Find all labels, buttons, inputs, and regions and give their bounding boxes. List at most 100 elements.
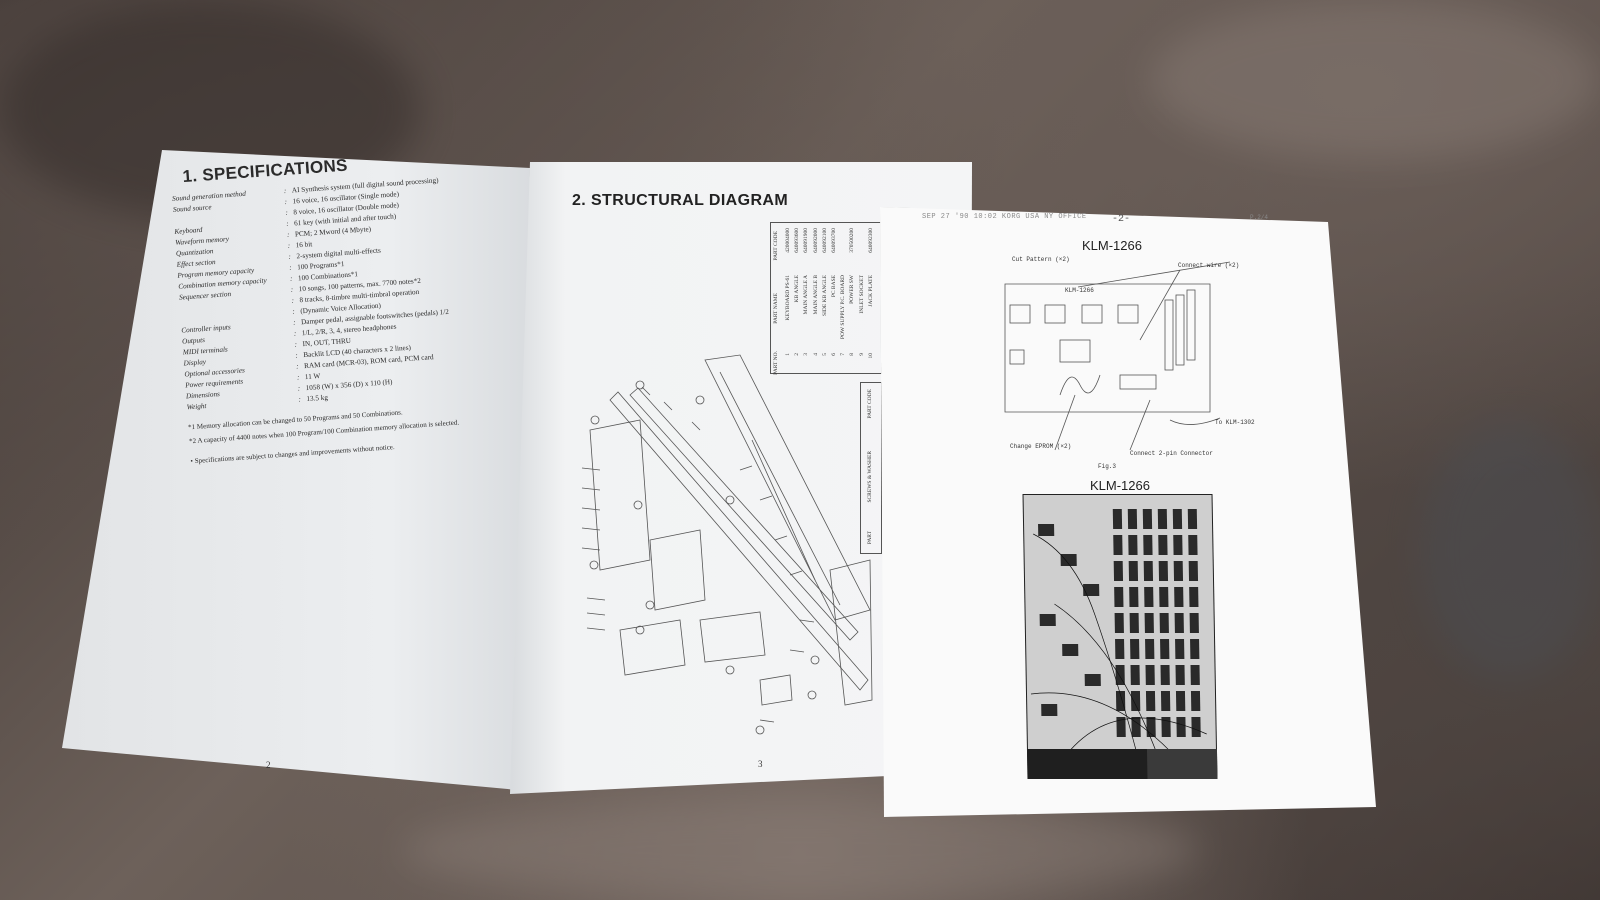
pcb-chip (1175, 639, 1185, 659)
callout-label: KLM-1266 (1065, 287, 1094, 294)
callout-label: Cut Pattern (×2) (1012, 256, 1070, 263)
pcb-chip (1145, 691, 1156, 711)
board-title: KLM-1266 (1082, 238, 1142, 253)
table-header: PART NAME (773, 293, 779, 324)
pcb-chip (1129, 613, 1139, 633)
pcb-chip (1160, 639, 1170, 659)
pcb-chip (1113, 561, 1124, 581)
figure-label: Fig.3 (1098, 463, 1117, 470)
pcb-chip (1041, 704, 1058, 716)
pcb-chip (1174, 613, 1184, 633)
callout-label: Connect 2-pin Connector (1130, 450, 1213, 457)
pcb-chip (1112, 509, 1123, 529)
table-cell: 9 (858, 353, 865, 356)
pcb-chip (1145, 639, 1155, 659)
pcb-chip (1084, 674, 1101, 686)
table-cell: PC BASE (831, 275, 837, 298)
table-cell: POW SUPPLY P.C. BOARD (840, 275, 847, 340)
table-cell: 640091900 (803, 228, 810, 253)
pcb-chip (1158, 535, 1168, 555)
pcb-chip (1176, 717, 1186, 737)
table-cell: INLET SOCKET (858, 275, 865, 314)
pcb-chip (1145, 665, 1155, 685)
table-cell: 4 (812, 353, 819, 356)
table-cell: 640092300 (867, 228, 874, 253)
pcb-chip (1116, 717, 1126, 737)
pcb-chip (1128, 535, 1138, 555)
pcb-chip (1159, 587, 1169, 607)
table-cell: 8 (849, 353, 856, 356)
fax-page-count: P.2/4 (1250, 214, 1269, 221)
pcb-chip (1190, 691, 1201, 711)
pcb-chip (1128, 561, 1139, 581)
table-cell: 10 (867, 353, 874, 359)
spec-list: Sound generation method:AI Synthesis sys… (172, 173, 487, 413)
pcb-chip (1189, 613, 1199, 633)
table-cell: 5 (821, 353, 828, 356)
table-header: PART CODE (773, 231, 779, 261)
screws-table: PART CODE SCREWS & WASHER PART (860, 382, 882, 554)
pcb-chip (1113, 535, 1123, 555)
pcb-chip (1188, 561, 1199, 581)
fax-header: SEP 27 '90 10:02 KORG USA NY OFFICE (922, 213, 1087, 221)
fabric-fold (1150, 0, 1600, 160)
pcb-chip (1161, 717, 1171, 737)
pcb-photo (1022, 494, 1218, 779)
pcb-chip (1114, 613, 1124, 633)
table-cell: MAIN ANGLE B (812, 275, 819, 315)
table-cell: POWER SW (849, 275, 856, 304)
table-cell: 2 (794, 353, 801, 356)
table-cell: KEYBOARD PS-61 (785, 275, 791, 321)
pcb-chip (1190, 639, 1200, 659)
table-header: PART NO. (773, 351, 779, 375)
page-title: 2. STRUCTURAL DIAGRAM (572, 192, 789, 209)
table-cell: 420004000 (785, 228, 791, 253)
pcb-chip (1175, 691, 1186, 711)
pcb-chip (1039, 614, 1056, 626)
table-cell: 640092000 (812, 228, 819, 253)
table-cell: JACK PLATE (867, 275, 874, 307)
table-header: PART (867, 531, 873, 545)
pcb-chip (1173, 535, 1183, 555)
board-title: KLM-1266 (1090, 478, 1150, 493)
table-cell: 370500200 (849, 228, 856, 253)
fax-page-marker: -2- (1112, 214, 1131, 225)
callout-label: To KLM-1302 (1215, 419, 1255, 426)
pcb-chip (1187, 509, 1198, 529)
pcb-chip (1129, 587, 1139, 607)
pcb-chip (1083, 584, 1100, 596)
pcb-chip (1188, 535, 1198, 555)
table-header: SCREWS & WASHER (867, 451, 873, 503)
pcb-chip (1038, 524, 1055, 536)
table-cell: 640093600 (794, 228, 801, 253)
pcb-chip (1189, 587, 1199, 607)
pcb-chip (1143, 535, 1153, 555)
pcb-chip (1191, 717, 1201, 737)
table-cell: KB ANGLE (794, 275, 801, 303)
pcb-chip (1173, 561, 1184, 581)
callout-label: Change EPROM (×2) (1010, 443, 1072, 450)
table-cell: 3 (803, 353, 810, 356)
pcb-chip (1172, 509, 1183, 529)
table-cell: 640092100 (821, 228, 828, 253)
pcb-chip (1060, 554, 1077, 566)
table-header: PART CODE (867, 389, 873, 419)
table-cell: 7 (840, 353, 847, 356)
pcb-chip (1127, 509, 1138, 529)
pcb-chip (1174, 587, 1184, 607)
pcb-chip (1130, 665, 1140, 685)
pcb-chip (1114, 587, 1124, 607)
page-number: 3 (758, 759, 763, 769)
pcb-chip (1115, 639, 1125, 659)
pcb-chip (1115, 691, 1126, 711)
pcb-chip (1157, 509, 1168, 529)
table-cell: 1 (785, 353, 791, 356)
pcb-chip (1130, 639, 1140, 659)
fabric-fold (400, 800, 1200, 900)
table-cell: MAIN ANGLE A (803, 275, 810, 315)
fabric-fold (1420, 420, 1600, 680)
pcb-chip (1190, 665, 1200, 685)
pcb-chip (1142, 509, 1153, 529)
pcb-chip (1158, 561, 1169, 581)
specifications-content: 1. SPECIFICATIONS Sound generation metho… (170, 147, 490, 466)
